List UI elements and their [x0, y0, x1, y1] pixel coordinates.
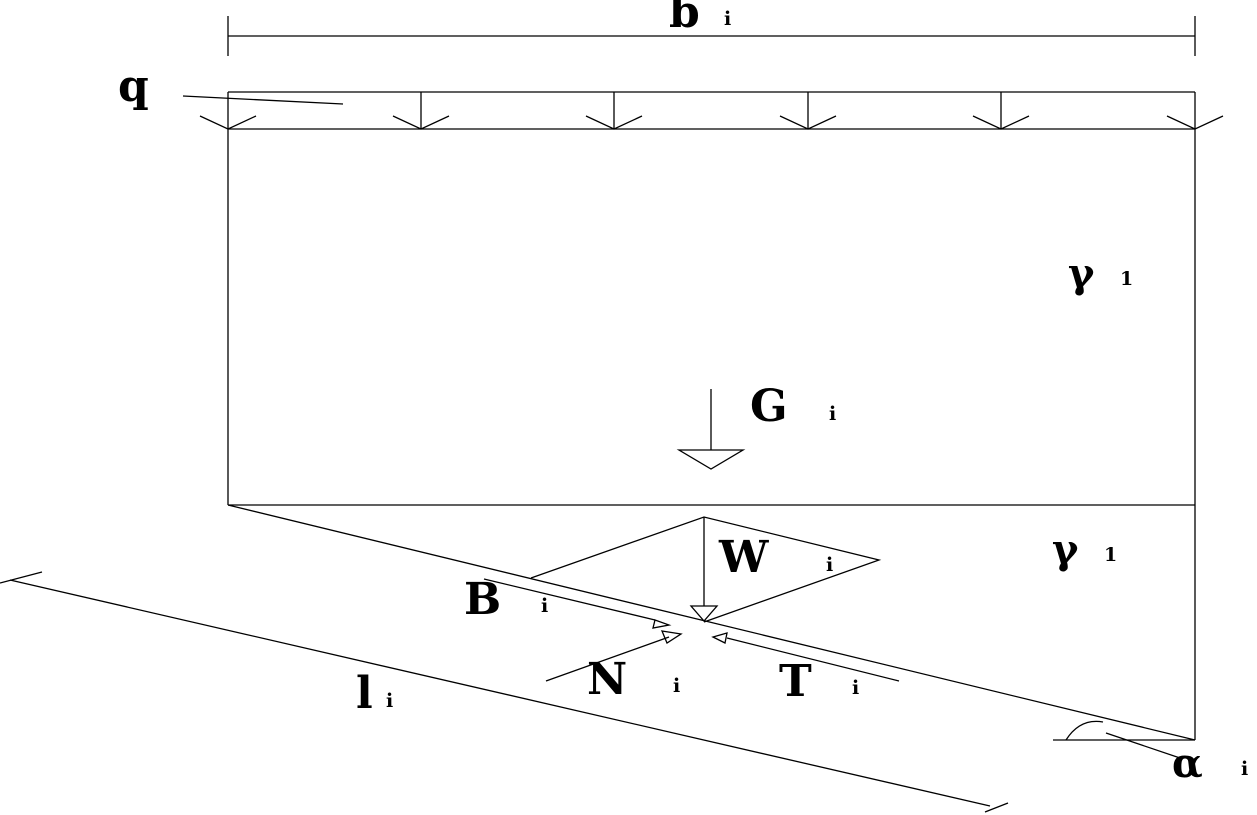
- label-gamma-upper-sub: 1: [1120, 268, 1133, 290]
- slice-base: [227, 504, 1196, 741]
- label-shear-force: T i: [779, 656, 859, 707]
- load-arrow: [1166, 92, 1224, 130]
- label-load: q: [118, 61, 149, 112]
- angle-leader-line: [1105, 732, 1181, 759]
- label-self-weight: G i: [750, 381, 836, 432]
- label-base-angle: α i: [1172, 740, 1248, 787]
- label-self-weight-sub: i: [829, 403, 836, 425]
- seepage-force-arrow: [483, 578, 672, 629]
- load-arrow: [585, 92, 643, 130]
- shear-force-arrow: [711, 632, 900, 682]
- label-base-length-main: l: [356, 668, 373, 719]
- load-arrow: [972, 92, 1030, 130]
- label-gamma-upper-main: γ: [1068, 250, 1095, 297]
- load-leader-line: [182, 95, 344, 105]
- label-self-weight-main: G: [750, 381, 788, 432]
- label-normal-force: N i: [587, 654, 680, 705]
- base-angle-marker: [1053, 720, 1195, 759]
- label-width-sub: i: [724, 8, 731, 30]
- label-gamma-lower-sub: 1: [1104, 544, 1117, 566]
- label-normal-force-sub: i: [673, 675, 680, 697]
- load-arrow: [779, 92, 837, 130]
- label-width: b i: [669, 0, 731, 38]
- label-shear-force-main: T: [779, 656, 812, 707]
- base-length-dimension: [0, 571, 1009, 813]
- label-water-force-sub: i: [826, 554, 833, 576]
- label-base-length: l i: [356, 668, 393, 719]
- label-gamma-lower-main: γ: [1052, 526, 1079, 573]
- distributed-load: [182, 91, 1224, 130]
- label-gamma-lower: γ 1: [1052, 526, 1117, 573]
- slice-body: [227, 129, 1196, 741]
- label-shear-force-sub: i: [852, 677, 859, 699]
- label-base-length-sub: i: [386, 690, 393, 712]
- normal-force-arrow: [545, 630, 683, 682]
- label-load-main: q: [118, 61, 149, 112]
- load-arrow: [392, 92, 450, 130]
- label-width-main: b: [669, 0, 700, 38]
- label-water-force: W i: [718, 532, 833, 583]
- water-force-triangle: [530, 516, 882, 623]
- label-gamma-upper: γ 1: [1068, 250, 1133, 297]
- label-base-angle-main: α: [1172, 740, 1203, 787]
- label-base-angle-sub: i: [1241, 758, 1248, 780]
- label-seepage-force: B i: [464, 574, 548, 625]
- label-water-force-main: W: [718, 532, 769, 583]
- label-normal-force-main: N: [587, 654, 627, 705]
- label-seepage-force-sub: i: [541, 595, 548, 617]
- label-seepage-force-main: B: [464, 574, 501, 625]
- width-dimension: [227, 16, 1196, 56]
- self-weight-arrow: [676, 389, 746, 470]
